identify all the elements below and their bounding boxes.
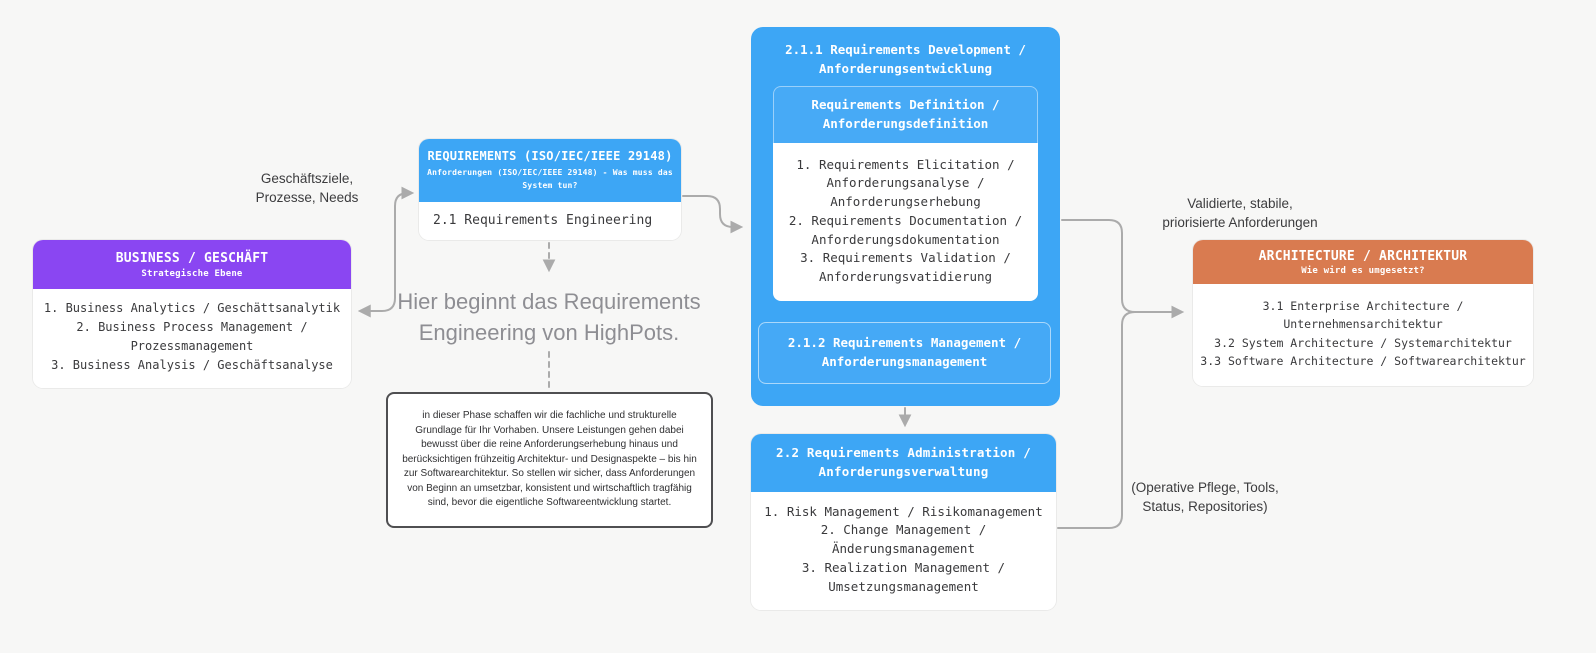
validated-output-label: Validierte, stabile, priorisierte Anford…: [1162, 196, 1318, 230]
business-card: BUSINESS / GESCHÄFT Strategische Ebene 1…: [33, 240, 351, 388]
business-card-header: BUSINESS / GESCHÄFT Strategische Ebene: [33, 240, 351, 289]
requirements-card-body: 2.1 Requirements Engineering: [419, 201, 681, 240]
architecture-card: ARCHITECTURE / ARCHITEKTUR Wie wird es u…: [1193, 240, 1533, 386]
requirements-definition-list: 1. Requirements Elicitation / Anforderun…: [773, 142, 1038, 301]
development-box-title: 2.1.1 Requirements Development / Anforde…: [785, 42, 1026, 77]
connector-requirements-development: [682, 195, 744, 234]
requirements-card-header: REQUIREMENTS (ISO/IEC/IEEE 29148) Anford…: [419, 139, 681, 202]
requirements-card-title: REQUIREMENTS (ISO/IEC/IEEE 29148): [427, 149, 673, 163]
architecture-card-title: ARCHITECTURE / ARCHITEKTUR: [1258, 249, 1468, 264]
phase-note-box: in dieser Phase schaffen wir die fachlic…: [386, 392, 713, 528]
business-input-label: Geschäftsziele, Prozesse, Needs: [255, 171, 359, 205]
architecture-card-subtitle: Wie wird es umgesetzt?: [1301, 266, 1425, 276]
administration-card-list: 1. Risk Management / Risikomanagement 2.…: [751, 491, 1056, 611]
administration-card-title: 2.2 Requirements Administration / Anford…: [776, 445, 1031, 479]
requirements-definition-header: Requirements Definition / Anforderungsde…: [773, 86, 1038, 143]
architecture-card-header: ARCHITECTURE / ARCHITEKTUR Wie wird es u…: [1193, 240, 1533, 284]
business-card-title: BUSINESS / GESCHÄFT: [115, 251, 269, 266]
business-card-list: 1. Business Analytics / Geschättsanalyti…: [33, 289, 351, 388]
administration-card: 2.2 Requirements Administration / Anford…: [751, 434, 1056, 611]
architecture-card-list: 3.1 Enterprise Architecture / Unternehme…: [1193, 284, 1533, 386]
development-box: 2.1.1 Requirements Development / Anforde…: [751, 27, 1060, 406]
administration-card-header: 2.2 Requirements Administration / Anford…: [751, 434, 1056, 492]
connector-development-architecture: [1061, 219, 1185, 319]
requirements-card: REQUIREMENTS (ISO/IEC/IEEE 29148) Anford…: [419, 139, 681, 240]
operative-note-label: (Operative Pflege, Tools, Status, Reposi…: [1131, 480, 1279, 514]
business-card-subtitle: Strategische Ebene: [141, 269, 243, 279]
headline-text: Hier beginnt das Requirements Engineerin…: [397, 289, 701, 346]
phase-note-text: in dieser Phase schaffen wir die fachlic…: [402, 410, 697, 508]
requirements-card-subtitle: Anforderungen (ISO/IEC/IEEE 29148) - Was…: [427, 168, 673, 190]
requirements-management-box: 2.1.2 Requirements Management / Anforder…: [758, 322, 1051, 384]
requirements-definition-card: Requirements Definition / Anforderungsde…: [773, 86, 1038, 301]
